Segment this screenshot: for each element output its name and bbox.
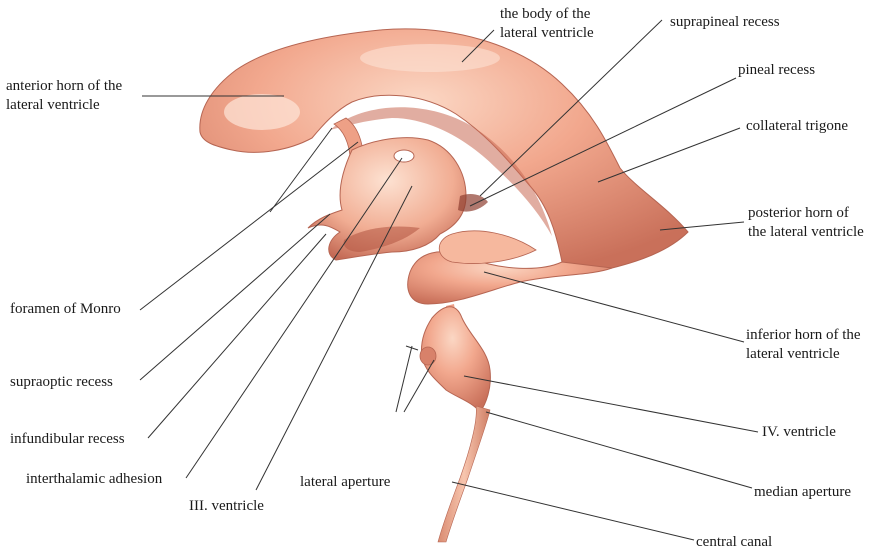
leader-pineal — [470, 78, 736, 206]
leader-third-ventricle — [256, 186, 412, 490]
leader-central-canal — [452, 482, 694, 540]
label-interthalamic-adhesion: interthalamic adhesion — [26, 470, 162, 489]
label-lateral-aperture: lateral aperture — [300, 473, 390, 492]
leader-infundibular — [148, 234, 326, 438]
label-supraoptic-recess: supraoptic recess — [10, 373, 113, 392]
leader-posterior-horn — [660, 222, 744, 230]
label-fourth-ventricle: IV. ventricle — [762, 423, 836, 442]
leader-suprapineal — [480, 20, 662, 196]
label-median-aperture: median aperture — [754, 483, 851, 502]
leader-inferior-horn — [484, 272, 744, 342]
leader-fourth-ventricle — [464, 376, 758, 432]
label-third-ventricle: III. ventricle — [189, 497, 264, 516]
label-pineal-recess: pineal recess — [738, 61, 815, 80]
leader-foramen-monro-b — [270, 128, 332, 212]
label-central-canal: central canal — [696, 533, 772, 552]
label-foramen-monro: foramen of Monro — [10, 300, 121, 319]
leader-lateral-aperture-b — [404, 360, 434, 412]
leader-collateral-trigone — [598, 128, 740, 182]
leader-interthalamic — [186, 158, 402, 478]
label-infundibular-recess: infundibular recess — [10, 430, 125, 449]
leader-supraoptic — [140, 214, 330, 380]
leader-body — [462, 30, 494, 62]
label-collateral-trigone: collateral trigone — [746, 117, 848, 136]
label-suprapineal-recess: suprapineal recess — [670, 13, 780, 32]
